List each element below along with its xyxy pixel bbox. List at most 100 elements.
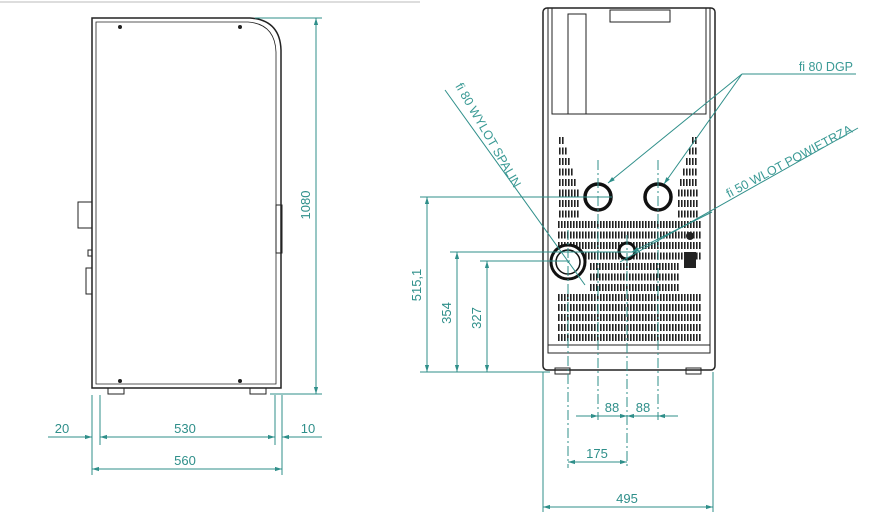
vent-slot (660, 221, 662, 228)
vent-slot (596, 263, 598, 270)
vent-slot (681, 189, 683, 197)
vent-slot (699, 294, 701, 301)
vent-slot (656, 273, 658, 281)
vent-slot (696, 314, 698, 321)
vent-slot (608, 273, 610, 281)
vent-slot (612, 242, 614, 249)
vent-slot (645, 294, 647, 301)
vent-slot (570, 324, 572, 331)
vent-slot (577, 200, 579, 207)
vent-slot (632, 284, 634, 291)
vent-slot (568, 200, 570, 207)
vent-slot (630, 304, 632, 311)
vent-slot (600, 304, 602, 311)
vent-slot (570, 314, 572, 321)
vent-slot (567, 334, 569, 341)
vent-slot (615, 231, 617, 239)
vent-slot (669, 314, 671, 321)
vent-slot (644, 263, 646, 270)
vent-slot (579, 314, 581, 321)
vent-slot (609, 252, 611, 260)
vent-slot (693, 294, 695, 301)
vent-slot (632, 273, 634, 281)
vent-slot (645, 252, 647, 260)
vent-slot (692, 147, 694, 155)
vent-slot (687, 210, 689, 218)
vent-slot (681, 210, 683, 218)
vent-slot (666, 252, 668, 260)
vent-slot (633, 334, 635, 341)
vent-slot (618, 314, 620, 321)
vent-slot (576, 294, 578, 301)
vertical-bracket (567, 13, 587, 115)
vent-slot (591, 334, 593, 341)
vent-slot (558, 304, 560, 311)
vent-slot (644, 273, 646, 281)
vent-slot (681, 200, 683, 207)
vent-slot (576, 324, 578, 331)
dim-354: 354 (439, 302, 454, 324)
vent-slot (615, 221, 617, 228)
vent-slot (618, 231, 620, 239)
vent-slot (692, 168, 694, 176)
vent-slot (672, 324, 674, 331)
vent-slot (559, 210, 561, 218)
vent-slot (582, 294, 584, 301)
vent-slot (668, 263, 670, 270)
vent-slot (684, 334, 686, 341)
vent-slot (690, 304, 692, 311)
vent-slot (654, 231, 656, 239)
vent-slot (678, 200, 680, 207)
vent-slot (681, 294, 683, 301)
vent-slot (561, 231, 563, 239)
vent-slot (636, 324, 638, 331)
vent-slot (636, 221, 638, 228)
vent-slot (564, 294, 566, 301)
vent-slot (666, 314, 668, 321)
vent-slot (684, 231, 686, 239)
vent-slot (678, 334, 680, 341)
vent-slot (641, 284, 643, 291)
vent-slot (632, 263, 634, 270)
vent-slot (576, 242, 578, 249)
vent-slot (570, 294, 572, 301)
vent-slot (605, 263, 607, 270)
vent-slot (692, 137, 694, 144)
vent-slot (562, 137, 564, 144)
vent-slot (669, 294, 671, 301)
vent-slot (666, 334, 668, 341)
vent-slot (573, 231, 575, 239)
vent-slot (599, 263, 601, 270)
vent-slot (696, 334, 698, 341)
vent-slot (695, 179, 697, 186)
vent-slot (692, 158, 694, 165)
vent-slot (618, 334, 620, 341)
vent-slot (645, 304, 647, 311)
vent-slot (669, 252, 671, 260)
vent-slot (576, 231, 578, 239)
vent-slot (565, 147, 567, 155)
vent-slot (562, 147, 564, 155)
vent-slot (603, 334, 605, 341)
vent-slot (690, 294, 692, 301)
vent-slot (576, 221, 578, 228)
vent-slot (683, 179, 685, 186)
vent-slot (565, 189, 567, 197)
vent-slot (654, 294, 656, 301)
vent-slot (662, 263, 664, 270)
vent-slot (675, 294, 677, 301)
vent-slot (651, 304, 653, 311)
vent-slot (648, 314, 650, 321)
vent-slot (561, 334, 563, 341)
vent-slot (562, 168, 564, 176)
vent-slot (645, 231, 647, 239)
vent-slot (609, 242, 611, 249)
vent-slot (641, 263, 643, 270)
vent-slot (690, 189, 692, 197)
vent-slot (565, 210, 567, 218)
vent-slot (624, 334, 626, 341)
vent-slot (638, 263, 640, 270)
vent-slot (648, 324, 650, 331)
vent-slot (627, 334, 629, 341)
vent-slot (588, 304, 590, 311)
